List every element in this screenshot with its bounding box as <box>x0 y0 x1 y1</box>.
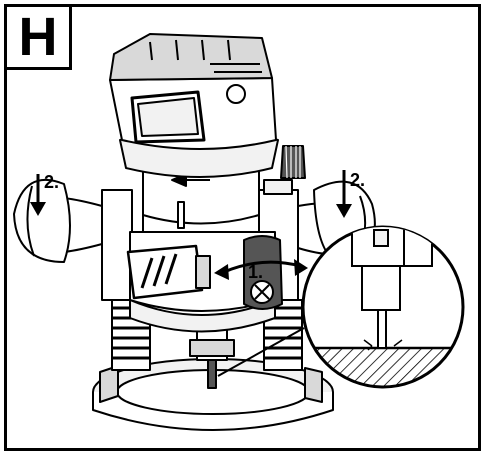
left-down-arrow <box>30 174 46 216</box>
detail-magnifier <box>301 225 465 389</box>
figure-label: H <box>18 7 58 67</box>
plunge-lock-lever <box>126 244 211 300</box>
step-2-right-label: 2. <box>350 170 365 190</box>
step-1-label: 1. <box>248 262 263 282</box>
right-down-arrow <box>336 170 352 218</box>
lever-double-arrow <box>214 259 308 280</box>
motor-head <box>109 33 279 178</box>
figure-frame <box>4 4 481 451</box>
left-post <box>101 189 133 301</box>
depth-stop-clamp <box>243 235 283 310</box>
step-2-left-label: 2. <box>44 172 59 192</box>
figure-label-box: H <box>4 4 72 70</box>
depth-knob <box>280 145 306 179</box>
left-handle <box>13 178 103 263</box>
detail-leader-line <box>217 327 305 377</box>
